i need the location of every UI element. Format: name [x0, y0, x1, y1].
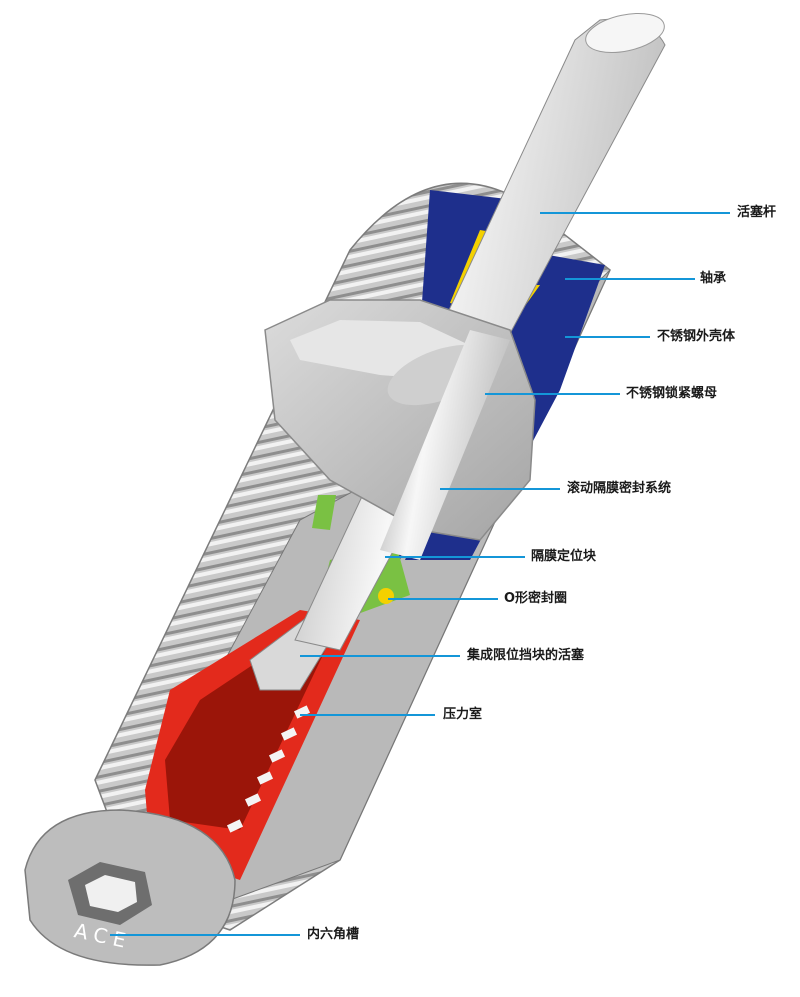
leader-bearing	[565, 278, 695, 280]
label-rolling-diaphragm: 滚动隔膜密封系统	[567, 481, 672, 496]
label-lock-nut: 不锈钢锁紧螺母	[626, 386, 718, 401]
o-ring-shape	[378, 588, 394, 604]
leader-pressure-chamber	[300, 714, 435, 716]
label-outer-housing: 不锈钢外壳体	[657, 329, 736, 344]
rod-tip	[585, 13, 665, 53]
leader-lock-nut	[485, 393, 620, 395]
label-bearing: 轴承	[700, 271, 727, 286]
leader-piston-rod	[540, 212, 730, 214]
label-integrated-piston: 集成限位挡块的活塞	[467, 648, 585, 663]
green-small	[312, 495, 336, 530]
leader-outer-housing	[565, 336, 650, 338]
orifice-slots	[226, 705, 311, 833]
leader-integrated-piston	[300, 655, 460, 657]
label-o-ring: O形密封圈	[504, 591, 568, 606]
label-piston-rod: 活塞杆	[737, 205, 777, 220]
label-hex-socket: 内六角槽	[307, 927, 360, 942]
leader-rolling-diaphragm	[440, 488, 560, 490]
leader-o-ring	[388, 598, 498, 600]
leader-hex-socket	[110, 934, 300, 936]
label-diaphragm-locator: 隔膜定位块	[531, 549, 597, 564]
label-pressure-chamber: 压力室	[443, 707, 483, 722]
hex-socket-inner	[85, 875, 137, 912]
leader-diaphragm-locator	[385, 556, 525, 558]
rod-through-nut	[380, 330, 510, 560]
